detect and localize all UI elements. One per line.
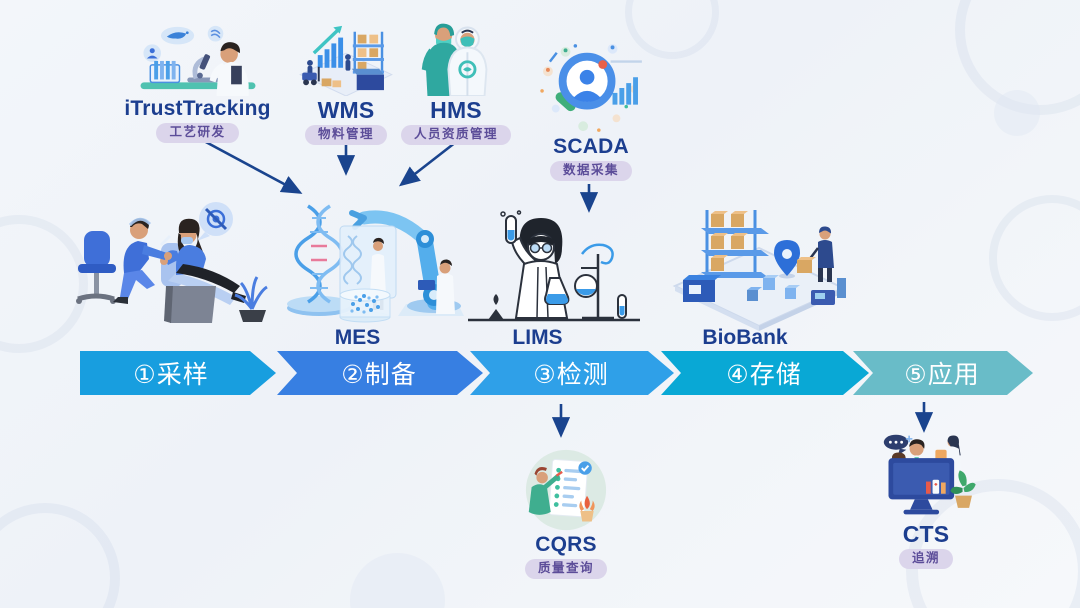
decorative-cell-circle: [989, 195, 1080, 321]
lims-illustration: [468, 210, 640, 322]
process-step-label: ④存储: [726, 361, 802, 389]
decorative-cell-circle: [955, 0, 1080, 115]
cts-title: CTS: [902, 521, 950, 547]
itrusttracking-title: iTrustTracking: [124, 97, 271, 120]
process-step-sampling: ①采样: [80, 351, 276, 395]
cqrs-title: CQRS: [535, 533, 597, 556]
process-step-application: ⑤应用: [853, 351, 1033, 395]
process-step-label: ⑤应用: [904, 361, 980, 389]
process-step-label: ②制备: [341, 361, 417, 389]
cqrs-badge: 质量查询: [524, 559, 607, 579]
scada-badge: 数据采集: [549, 161, 632, 181]
mes-illustration: [287, 204, 464, 323]
hms-badge: 人员资质管理: [400, 125, 511, 145]
arrow-hms-to-mes: [398, 140, 457, 187]
cts-illustration: [883, 434, 976, 515]
system-cts: CTS 追溯: [868, 430, 984, 569]
decorative-cell-circle: [0, 503, 120, 608]
biobank-title: BioBank: [702, 326, 788, 349]
scada-title: SCADA: [553, 135, 629, 158]
system-itrusttracking: iTrustTracking 工艺研发: [100, 22, 295, 143]
hms-illustration: [421, 23, 488, 96]
system-wms: WMS 物料管理: [291, 22, 401, 145]
wms-illustration: [299, 25, 393, 96]
process-step-testing: ③检测: [470, 351, 674, 395]
process-step-label: ①采样: [133, 361, 209, 389]
lims-title: LIMS: [512, 326, 563, 349]
cts-badge: 追溯: [898, 549, 953, 569]
hms-title: HMS: [430, 97, 482, 123]
sampling-illustration: [76, 202, 268, 323]
decorative-cell-circle: [350, 553, 445, 608]
process-step-storage: ④存储: [661, 351, 869, 395]
process-step-preparation: ②制备: [277, 351, 483, 395]
scada-illustration: [540, 43, 642, 132]
wms-badge: 物料管理: [304, 125, 387, 145]
biobank-illustration: [672, 210, 846, 331]
system-hms: HMS 人员资质管理: [400, 18, 512, 145]
wms-title: WMS: [317, 97, 375, 123]
itrusttracking-badge: 工艺研发: [156, 123, 239, 143]
system-cqrs: CQRS 质量查询: [514, 448, 618, 579]
system-scada: SCADA 数据采集: [531, 42, 651, 181]
cqrs-illustration: [525, 449, 607, 531]
decorative-cell-circle: [994, 90, 1040, 136]
itrusttracking-illustration: [140, 25, 255, 96]
process-step-label: ③检测: [533, 361, 609, 389]
mes-title: MES: [334, 326, 381, 349]
